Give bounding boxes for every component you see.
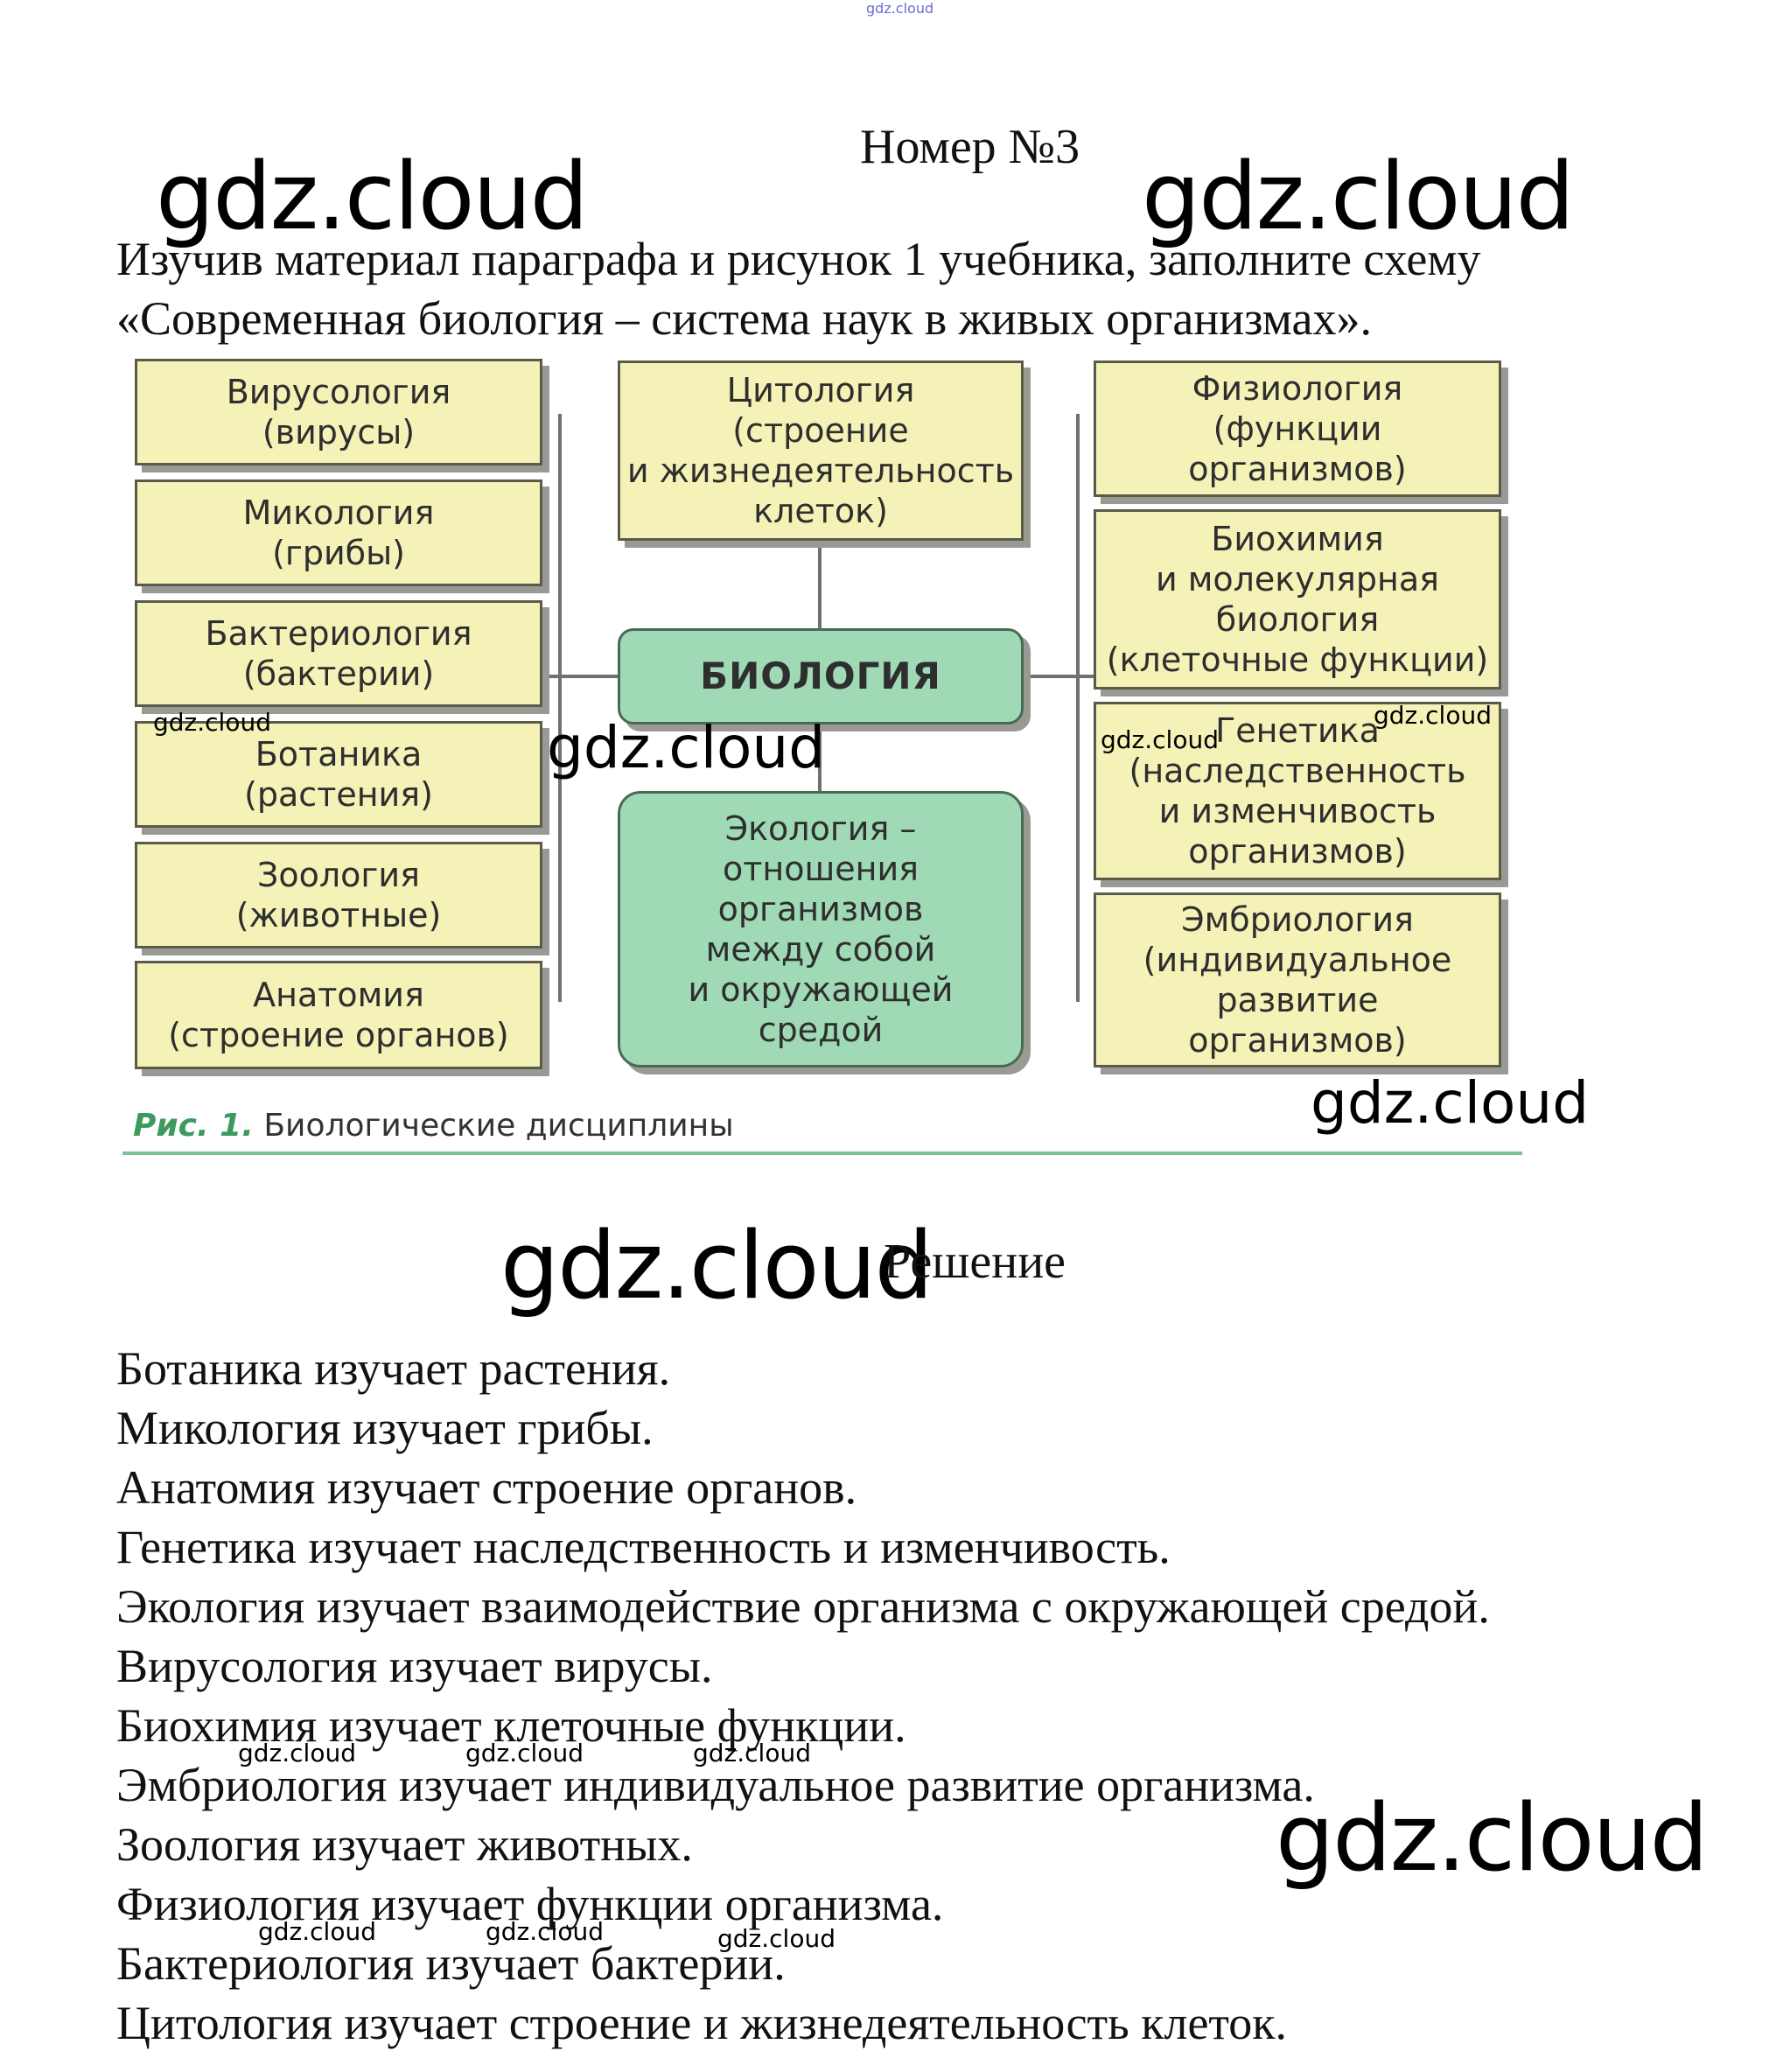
figure-caption: Рис. 1. Биологические дисциплины [133,1108,734,1144]
watermark: gdz.cloud [1276,1784,1709,1892]
box-botany: Ботаника(растения) [135,721,542,828]
answer-line: Экология изучает взаимодействие организм… [116,1580,1490,1633]
caption-label: Рис. 1. [133,1108,254,1144]
box-physiology: Физиология (функции организмов) [1094,360,1501,497]
watermark: gdz.cloud [258,1917,376,1946]
box-genetics: Генетика (наследственность и изменчивост… [1094,702,1501,880]
watermark: gdz.cloud [693,1739,811,1768]
answer-line: Эмбриология изучает индивидуальное разви… [116,1759,1315,1811]
box-bacteriology: Бактериология(бактерии) [135,600,542,707]
watermark: gdz.cloud [500,1212,933,1320]
answer-line: Генетика изучает наследственность и изме… [116,1521,1171,1573]
watermark-top: gdz.cloud [866,0,934,17]
caption-text: Биологические дисциплины [263,1108,734,1144]
solution-title: Решение [884,1235,1066,1289]
box-anatomy: Анатомия(строение органов) [135,961,542,1069]
answer-line: Вирусология изучает вирусы. [116,1640,713,1692]
watermark: gdz.cloud [717,1924,836,1953]
box-biochemistry: Биохимия и молекулярная биология (клеточ… [1094,509,1501,690]
answer-line: Микология изучает грибы. [116,1402,654,1454]
connector-left-vertical [558,414,562,1002]
watermark: gdz.cloud [1142,143,1575,250]
box-biology-center: БИОЛОГИЯ [618,628,1024,724]
answer-line: Цитология изучает строение и жизнедеятел… [116,1997,1288,2049]
biology-diagram: Вирусология(вирусы) Микология(грибы) Бак… [122,348,1522,1162]
watermark: gdz.cloud [1311,1069,1590,1137]
box-ecology: Экология – отношения организмов между со… [618,791,1024,1068]
answer-line: Анатомия изучает строение органов. [116,1461,857,1514]
answers-list: Ботаника изучает растения. Микология изу… [116,1339,1490,2053]
watermark: gdz.cloud [238,1739,356,1768]
watermark: gdz.cloud [465,1739,584,1768]
watermark: gdz.cloud [547,714,826,781]
watermark: gdz.cloud [486,1917,604,1946]
connector-center-vertical [818,541,822,978]
answer-line: Зоология изучает животных. [116,1818,693,1871]
answer-line: Ботаника изучает растения. [116,1342,671,1395]
answer-line: Бактериология изучает бактерии. [116,1937,786,1990]
box-virology: Вирусология(вирусы) [135,359,542,466]
box-embryology: Эмбриология (индивидуальное развитие орг… [1094,892,1501,1068]
page-title: Номер №3 [860,120,1080,174]
watermark: gdz.cloud [1374,701,1492,730]
answer-line: Физиология изучает функции организма. [116,1878,944,1930]
watermark: gdz.cloud [153,708,271,737]
box-mycology: Микология(грибы) [135,480,542,586]
box-zoology: Зоология(животные) [135,842,542,948]
watermark: gdz.cloud [1101,725,1219,754]
connector-right-vertical [1076,414,1080,1002]
box-cytology: Цитология (строение и жизнедеятельность … [618,360,1024,541]
task-line: «Современная биология – система наук в ж… [116,292,1372,345]
task-text: Изучив материал параграфа и рисунок 1 уч… [116,229,1744,348]
task-line: Изучив материал параграфа и рисунок 1 уч… [116,233,1481,285]
watermark: gdz.cloud [156,143,589,250]
answer-line: Биохимия изучает клеточные функции. [116,1699,906,1752]
caption-rule [122,1152,1522,1155]
